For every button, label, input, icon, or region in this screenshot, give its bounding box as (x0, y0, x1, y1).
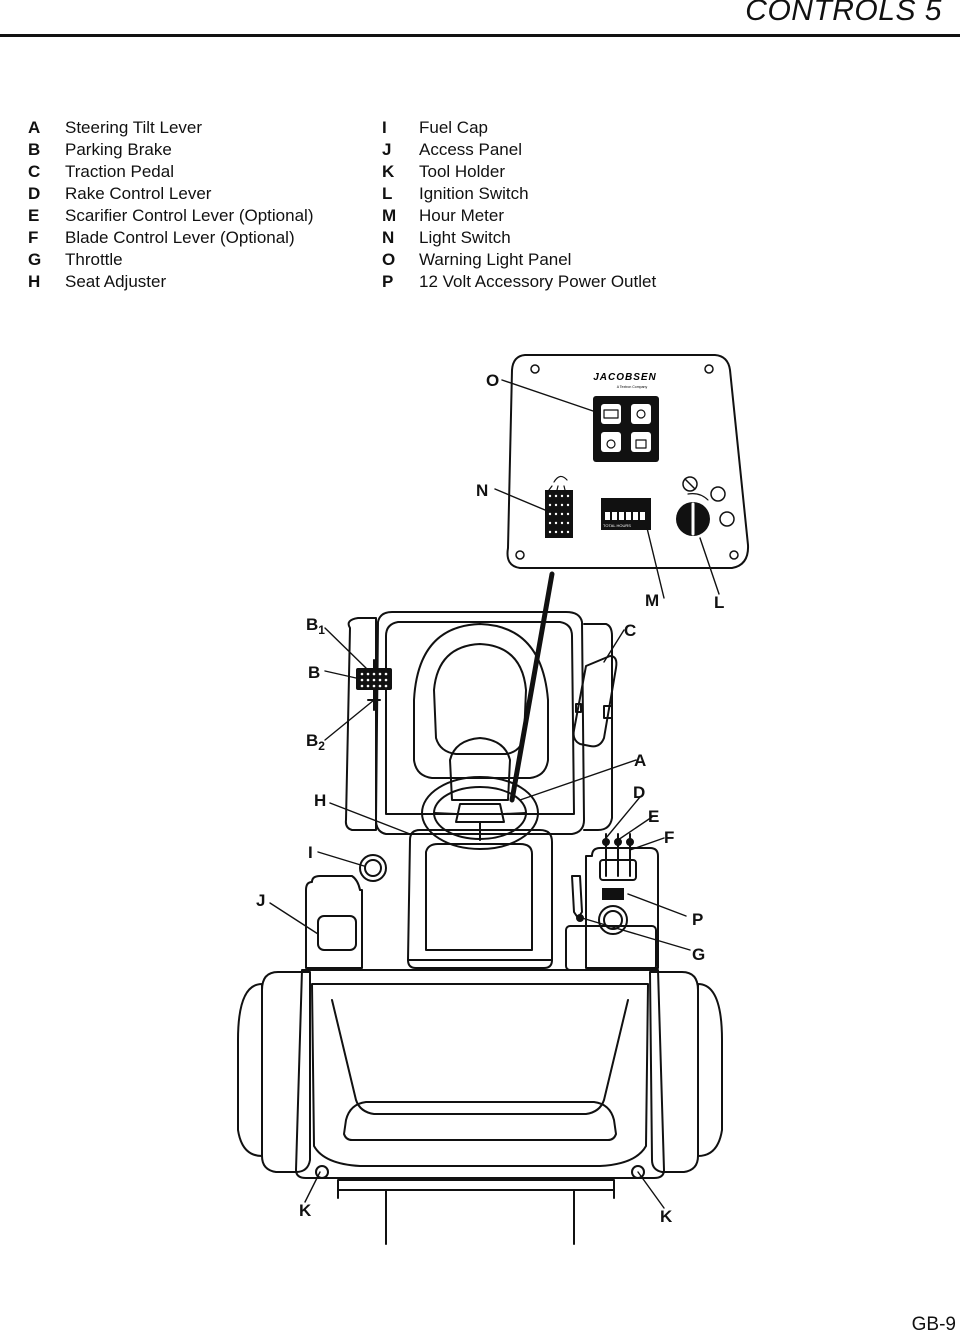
legend-key: B (28, 140, 41, 159)
front-hood (295, 969, 665, 1179)
legend-label: Traction Pedal (65, 162, 174, 181)
legend-label: Rake Control Lever (65, 184, 212, 203)
legend-item: H Seat Adjuster (28, 271, 313, 293)
legend-label: Ignition Switch (419, 184, 529, 203)
legend-key: J (382, 140, 392, 159)
legend-label: Blade Control Lever (Optional) (65, 228, 295, 247)
legend-label: Seat Adjuster (65, 272, 167, 291)
legend-label: Hour Meter (419, 206, 505, 225)
legend-key: I (382, 118, 387, 137)
callout-m: M (645, 591, 659, 610)
parking-brake[interactable] (356, 659, 392, 711)
legend-item: E Scarifier Control Lever (Optional) (28, 205, 313, 227)
light-icon (548, 475, 568, 491)
legend-key: N (382, 228, 395, 247)
traction-pedal[interactable] (572, 655, 618, 748)
steering-wheel[interactable] (421, 776, 539, 850)
legend-item: F Blade Control Lever (Optional) (28, 227, 313, 249)
callout-f: F (664, 828, 674, 847)
legend-label: Tool Holder (419, 162, 505, 181)
legend-label: Access Panel (419, 140, 522, 159)
legend-item: C Traction Pedal (28, 161, 313, 183)
callout-g: G (692, 945, 705, 964)
legend-item: G Throttle (28, 249, 313, 271)
legend-item: P 12 Volt Accessory Power Outlet (382, 271, 656, 293)
legend-label: Light Switch (419, 228, 511, 247)
legend-key: L (382, 184, 393, 203)
power-outlet[interactable] (602, 888, 624, 900)
legend-label: Scarifier Control Lever (Optional) (65, 206, 314, 225)
page-header: CONTROLS 5 (0, 0, 960, 37)
callout-b: B (308, 663, 320, 682)
brand-sub: A Textron Company (617, 385, 648, 389)
page-title: CONTROLS 5 (745, 0, 942, 27)
legend-key: D (28, 184, 41, 203)
engine-icon (635, 439, 647, 449)
callout-b1: B1 (306, 615, 325, 637)
callout-p: P (692, 910, 703, 929)
callout-o: O (486, 371, 499, 390)
legend-key: H (28, 272, 41, 291)
legend-key: M (382, 206, 397, 225)
brand-logo: JACOBSEN (593, 372, 657, 383)
leader-lines (269, 379, 720, 1209)
fuel-cap[interactable] (359, 854, 387, 882)
legend-item: L Ignition Switch (382, 183, 656, 205)
callout-d: D (633, 783, 645, 802)
callout-c: C (624, 621, 636, 640)
legend-label: Warning Light Panel (419, 250, 572, 269)
dashboard-panel (506, 354, 750, 569)
legend-key: O (382, 250, 396, 269)
engine-off-icon (682, 476, 698, 492)
legend-item: I Fuel Cap (382, 117, 656, 139)
rear-rake-frame (337, 1179, 615, 1245)
callout-k-left: K (299, 1201, 312, 1220)
legend-item: O Warning Light Panel (382, 249, 656, 271)
legend-item: N Light Switch (382, 227, 656, 249)
legend-label: Steering Tilt Lever (65, 118, 203, 137)
start-icon (719, 511, 735, 527)
right-console (571, 833, 659, 969)
legend-left: A Steering Tilt Lever B Parking Brake C Tra… (28, 117, 313, 293)
oil-pressure-icon (636, 409, 646, 419)
legend-key: A (28, 118, 41, 137)
legend-key: K (382, 162, 395, 181)
legend-key: P (382, 272, 394, 291)
legend-key: C (28, 162, 41, 181)
callout-e: E (648, 807, 659, 826)
callout-n: N (476, 481, 488, 500)
page-number: GB-9 (911, 1314, 956, 1335)
machine-body (344, 611, 613, 835)
glow-plug-icon (710, 486, 726, 502)
battery-icon (603, 409, 619, 419)
callout-l: L (714, 593, 724, 612)
legend-label: Fuel Cap (419, 118, 488, 137)
callout-h: H (314, 791, 326, 810)
front-fenders (237, 971, 723, 1173)
legend-key: G (28, 250, 42, 269)
callout-k-right: K (660, 1207, 673, 1226)
legend-label: 12 Volt Accessory Power Outlet (419, 272, 657, 291)
temperature-icon (606, 439, 616, 449)
legend-key: E (28, 206, 40, 225)
callout-b2: B2 (306, 731, 325, 753)
access-panel[interactable] (305, 858, 402, 972)
throttle-knob[interactable] (598, 905, 628, 935)
legend-item: K Tool Holder (382, 161, 656, 183)
legend-item: D Rake Control Lever (28, 183, 313, 205)
callout-a: A (634, 751, 646, 770)
hour-meter-caption: TOTAL HOURS (603, 523, 631, 528)
legend-item: M Hour Meter (382, 205, 656, 227)
callout-j: J (256, 891, 265, 910)
legend-right: I Fuel Cap J Access Panel K Tool Holder L Ig… (382, 117, 656, 293)
callout-i: I (308, 843, 313, 862)
legend-label: Parking Brake (65, 140, 172, 159)
legend-label: Throttle (65, 250, 123, 269)
legend-item: J Access Panel (382, 139, 656, 161)
legend-key: F (28, 228, 39, 247)
seat (407, 829, 553, 969)
legend-item: B Parking Brake (28, 139, 313, 161)
legend-item: A Steering Tilt Lever (28, 117, 313, 139)
